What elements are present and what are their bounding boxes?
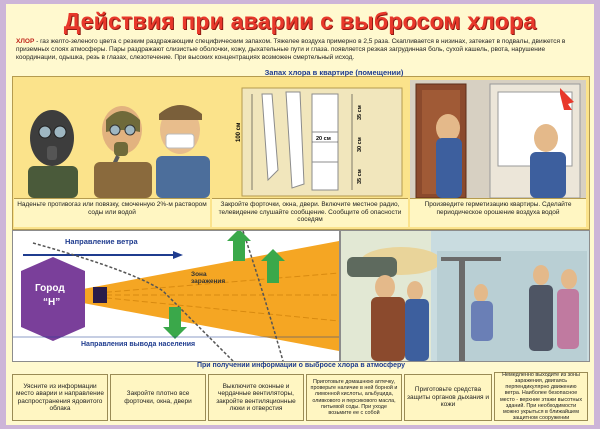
action-box-6-text: Немедленно выходите из зоны заражения, д… xyxy=(499,371,583,422)
sealing-scene xyxy=(410,80,586,198)
sealing-illustration xyxy=(415,83,581,198)
intro-body: - газ желто-зеленого цвета с резким разд… xyxy=(16,38,566,61)
gas-mask-scene xyxy=(14,80,210,198)
map-city-letter: “Н” xyxy=(43,297,61,308)
dim-35-top: 35 см xyxy=(357,105,363,120)
action-box-4-text: Приготовьте домашнюю аптечку, проверьте … xyxy=(310,378,398,416)
caption-gas-masks: Наденьте противогаз или повязку, смоченн… xyxy=(14,198,210,227)
action-box-4: Приготовьте домашнюю аптечку, проверьте … xyxy=(306,374,402,421)
contamination-map: Направление ветра Город “Н” Зона заражен… xyxy=(12,230,340,362)
window-scene: 100 см 20 см 35 см 30 см 35 см xyxy=(212,80,408,198)
map-evacuation-label: Направления вывода населения xyxy=(81,341,196,348)
dim-30: 30 см xyxy=(357,137,363,152)
evacuation-scene xyxy=(340,230,590,362)
action-box-2: Закройте плотно все форточки, окна, двер… xyxy=(110,374,206,421)
action-box-5: Приготовьте средства защиты органов дыха… xyxy=(404,374,492,421)
dim-100: 100 см xyxy=(236,122,242,142)
evacuation-illustration xyxy=(341,231,589,361)
page-title: Действия при аварии с выбросом хлора xyxy=(63,8,537,34)
caption-close-windows: Закройте форточки, окна, двери. Включите… xyxy=(212,198,408,227)
dim-35-bottom: 35 см xyxy=(357,169,363,184)
window-scheme-illustration xyxy=(241,87,403,197)
intro-text: ХЛОР - газ желто-зеленого цвета с резким… xyxy=(16,38,586,70)
dim-20: 20 см xyxy=(316,136,331,142)
caption-seal-apartment: Произведите герметизацию квартиры. Сдела… xyxy=(410,198,586,227)
action-box-3-text: Выключите оконные и чердачные вентилятор… xyxy=(216,382,296,413)
map-zone-label: Зона заражения xyxy=(191,271,226,285)
gas-mask-illustration xyxy=(28,105,210,198)
map-illustration xyxy=(13,231,339,361)
apartment-label: Запах хлора в квартире (помещении) xyxy=(264,68,404,77)
intro-term: ХЛОР xyxy=(16,38,35,45)
action-box-1-text: Уясните из информации место аварии и нап… xyxy=(16,382,104,413)
map-city-name: Город xyxy=(35,283,65,294)
action-box-5-text: Приготовьте средства защиты органов дыха… xyxy=(407,386,489,409)
action-box-2-text: Закройте плотно все форточки, окна, двер… xyxy=(124,390,192,405)
info-title: При получении информации о выбросе хлора… xyxy=(196,362,406,369)
map-wind-direction: Направление ветра xyxy=(65,237,138,246)
action-box-1: Уясните из информации место аварии и нап… xyxy=(12,374,108,421)
action-box-3: Выключите оконные и чердачные вентилятор… xyxy=(208,374,304,421)
action-box-6: Немедленно выходите из зоны заражения, д… xyxy=(494,372,588,421)
poster: Действия при аварии с выбросом хлора ХЛО… xyxy=(6,4,594,425)
